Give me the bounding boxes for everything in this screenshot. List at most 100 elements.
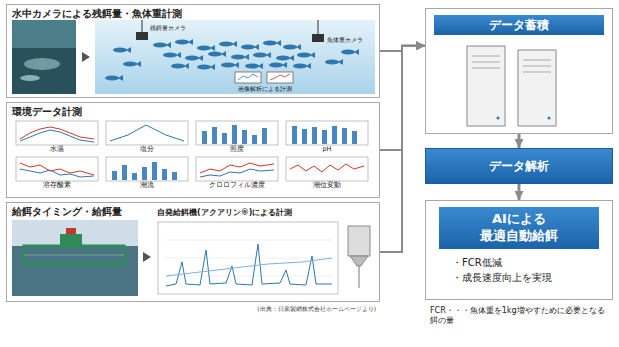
- sensor-charts: [106, 121, 188, 145]
- sensor-charts: [112, 171, 117, 180]
- sea-cage-photo: [24, 255, 124, 256]
- sensor-charts: [122, 165, 127, 180]
- fish-cage-illustration: [197, 45, 215, 51]
- server-icon: [467, 46, 556, 126]
- sensor-charts: [132, 173, 137, 180]
- sensor-charts: [286, 121, 368, 145]
- sensor-charts: [322, 130, 327, 144]
- chart-label: pH: [286, 146, 368, 154]
- server-icon: [497, 117, 500, 120]
- sea-cage-photo: [24, 246, 124, 264]
- fish-cage-illustration: [269, 62, 287, 68]
- fish-cage-illustration: [105, 75, 123, 81]
- server-icon: [523, 60, 551, 72]
- camera-icon: [318, 20, 319, 34]
- server-icon: [523, 60, 551, 61]
- camera-icon: [142, 20, 143, 32]
- sensor-charts: [20, 127, 94, 139]
- ai-feeding-box: AIによる 最適自動給餌・FCR低減・成長速度向上を実現: [425, 200, 613, 300]
- node-heading: データ蓄積: [434, 15, 604, 35]
- server-icon: [472, 56, 500, 68]
- camera-label: 魚体重カメラ: [327, 36, 373, 43]
- chart-label: 溶存酸素: [16, 182, 98, 190]
- feeding-chart: [166, 258, 332, 276]
- sensor-charts: [342, 128, 347, 144]
- sensor-charts: [202, 131, 207, 144]
- sensor-charts: [286, 157, 368, 181]
- feeder-device-icon: [359, 266, 360, 288]
- fish-cage-illustration: [276, 55, 294, 61]
- node-heading: 環境データ計測: [12, 106, 82, 118]
- sensor-charts: [196, 157, 278, 181]
- server-icon: [467, 46, 505, 126]
- sensor-charts: [106, 121, 188, 145]
- fish-cage-illustration: [95, 20, 375, 94]
- sensor-charts: [16, 121, 98, 145]
- node-heading: データ解析: [426, 149, 612, 183]
- monitor-icon: [235, 72, 261, 83]
- sensor-charts: [172, 172, 177, 180]
- feeding-chart: [158, 222, 338, 294]
- sensor-charts: [142, 167, 147, 180]
- feeding-chart: [166, 258, 332, 259]
- sensor-charts: [20, 130, 94, 142]
- feeding-chart: [166, 240, 332, 241]
- fish-cage-illustration: [297, 52, 315, 58]
- fish-cage-illustration: [283, 44, 301, 50]
- sensor-charts: [292, 126, 297, 144]
- node-text: 自発給餌機(アクアリン®)による計測: [157, 208, 292, 218]
- fish-cage-illustration: [325, 59, 343, 65]
- node-text: ・成長速度向上を実現: [452, 270, 612, 285]
- feeding-panel: 給餌タイミング・給餌量自発給餌機(アクアリン®)による計測: [6, 202, 380, 302]
- fish-cage-illustration: [175, 39, 193, 45]
- server-icon: [548, 117, 551, 120]
- sea-cage-photo: [12, 220, 138, 296]
- fish-cage-illustration: [221, 62, 239, 68]
- fish-cage-illustration: [153, 42, 171, 48]
- fish-cage-illustration: [113, 47, 131, 53]
- sensor-charts: [162, 169, 167, 180]
- sensor-charts: [222, 133, 227, 144]
- sensor-charts: [16, 157, 98, 181]
- underwater-photo: [12, 20, 76, 94]
- feeder-device-icon: [348, 226, 370, 288]
- sea-cage-photo: [66, 228, 76, 234]
- underwater-photo: [20, 75, 40, 81]
- fish-cage-illustration: [241, 44, 259, 50]
- sea-cage-photo: [12, 220, 138, 296]
- sensor-charts: [286, 157, 368, 181]
- sensor-charts: [352, 131, 357, 144]
- fish-cage-illustration: [185, 55, 203, 61]
- node-heading: 水中カメラによる残餌量・魚体重計測: [12, 8, 182, 20]
- sensor-charts: [332, 126, 337, 144]
- sensor-charts: [212, 127, 217, 144]
- server-icon: [472, 62, 500, 63]
- sensor-charts: [202, 125, 267, 144]
- fish-cage-illustration: [263, 40, 281, 46]
- sensor-charts: [196, 157, 278, 181]
- sensor-charts: [106, 157, 188, 181]
- sensor-charts: [252, 135, 257, 144]
- camera-panel: 水中カメラによる残餌量・魚体重計測: [6, 4, 380, 98]
- analysis-box: データ解析: [425, 148, 613, 184]
- sensor-charts: [112, 162, 177, 180]
- fish-cage-illustration: [245, 63, 263, 69]
- underwater-photo: [24, 58, 60, 70]
- fish-cage-illustration: [163, 52, 181, 58]
- fish-cage-illustration: [208, 51, 226, 57]
- sensor-charts: [286, 121, 368, 145]
- sensor-charts: [16, 121, 98, 145]
- sensor-charts: [292, 126, 357, 144]
- fish-cage-illustration: [123, 61, 141, 67]
- server-icon: [518, 50, 556, 126]
- chart-label: クロロフィル濃度: [196, 182, 278, 190]
- sensor-charts: [200, 163, 274, 173]
- fish-cage-illustration: [231, 54, 249, 60]
- sensor-charts: [302, 129, 307, 144]
- fish-cage-illustration: [171, 63, 189, 69]
- chart-label: 潮位変動: [286, 182, 368, 190]
- monitor-icon: [267, 72, 293, 83]
- sensor-charts: [242, 130, 247, 144]
- sensor-charts: [106, 157, 188, 181]
- underwater-photo: [12, 20, 76, 48]
